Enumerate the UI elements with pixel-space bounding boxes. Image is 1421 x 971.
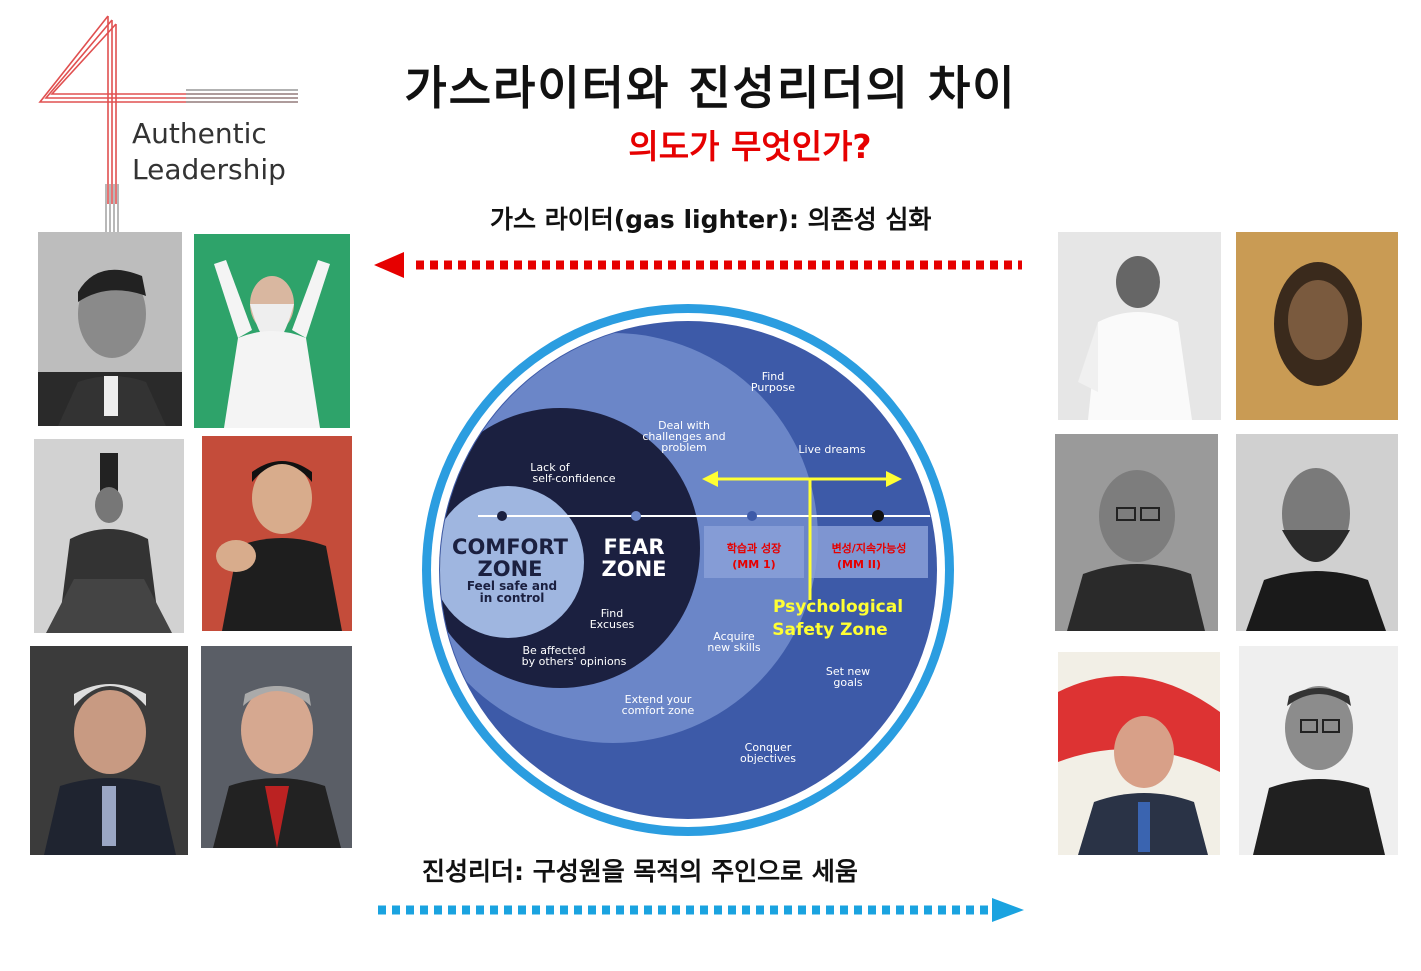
authentic-caption: 진성리더: 구성원을 목적의 주인으로 세움	[422, 857, 858, 886]
box1-line-1: 학습과 성장	[727, 541, 781, 555]
box1-line-2: (MM 1)	[732, 558, 775, 571]
box2-line-2: (MM II)	[837, 558, 881, 571]
logo-line-2: Leadership	[132, 153, 286, 186]
photo-left-5	[30, 646, 188, 855]
photo-right-5	[1058, 652, 1220, 855]
extend-2: comfort zone	[622, 704, 695, 717]
affected-1: Be affected	[522, 644, 585, 657]
set-goals-2: goals	[833, 676, 863, 689]
excuses-2: Excuses	[590, 618, 635, 631]
photo-left-1	[38, 232, 182, 426]
conquer-2: objectives	[740, 752, 796, 765]
psych-line-2: Safety Zone	[772, 620, 887, 640]
page-title: 가스라이터와 진성리더의 차이	[404, 61, 1017, 115]
gaslighter-arrow	[374, 252, 1022, 278]
photo-left-4	[202, 436, 352, 631]
deal-1: Deal with	[658, 419, 710, 432]
live-dreams: Live dreams	[798, 443, 865, 456]
photo-right-3	[1055, 434, 1218, 631]
box2-line-1: 변성/지속가능성	[832, 541, 907, 555]
acquire-2: new skills	[707, 641, 761, 654]
fear-title-2: ZONE	[602, 557, 667, 581]
photo-right-4	[1236, 434, 1398, 631]
comfort-title-1: COMFORT	[452, 535, 569, 559]
gaslighter-caption: 가스 라이터(gas lighter): 의존성 심화	[490, 205, 932, 234]
comfort-zone-diagram: COMFORT ZONE Feel safe and in control FE…	[422, 304, 954, 836]
logo-line-1: Authentic	[132, 117, 267, 150]
deal-2: challenges and	[642, 430, 725, 443]
purpose-1: Find	[762, 370, 785, 383]
comfort-zone	[440, 486, 584, 638]
comfort-sub-2: in control	[480, 591, 545, 605]
learning-box	[704, 526, 804, 578]
comfort-title-2: ZONE	[478, 557, 543, 581]
purpose-2: Purpose	[751, 381, 795, 394]
four-lines-icon	[38, 15, 298, 234]
conquer-1: Conquer	[745, 741, 792, 754]
photo-right-2	[1236, 232, 1398, 420]
comfort-sub-1: Feel safe and	[467, 579, 557, 593]
extend-1: Extend your	[625, 693, 692, 706]
photo-left-3	[34, 439, 184, 633]
logo: Authentic Leadership	[36, 14, 306, 234]
photo-left-6	[201, 646, 352, 848]
transformation-box	[810, 526, 928, 578]
lack-2: self-confidence	[532, 472, 615, 485]
photo-right-1	[1058, 232, 1221, 420]
excuses-1: Find	[601, 607, 624, 620]
affected-2: by others' opinions	[522, 655, 627, 668]
lack-1: Lack of	[530, 461, 571, 474]
page-subtitle: 의도가 무엇인가?	[628, 127, 872, 166]
photo-left-2	[194, 234, 350, 428]
photo-right-6	[1239, 646, 1398, 855]
authentic-arrow	[378, 898, 1024, 922]
fear-title-1: FEAR	[603, 535, 664, 559]
acquire-1: Acquire	[713, 630, 755, 643]
set-goals-1: Set new	[826, 665, 870, 678]
psych-safety-marker	[702, 471, 902, 600]
psych-line-1: Psychological	[773, 597, 903, 617]
deal-3: problem	[661, 441, 707, 454]
